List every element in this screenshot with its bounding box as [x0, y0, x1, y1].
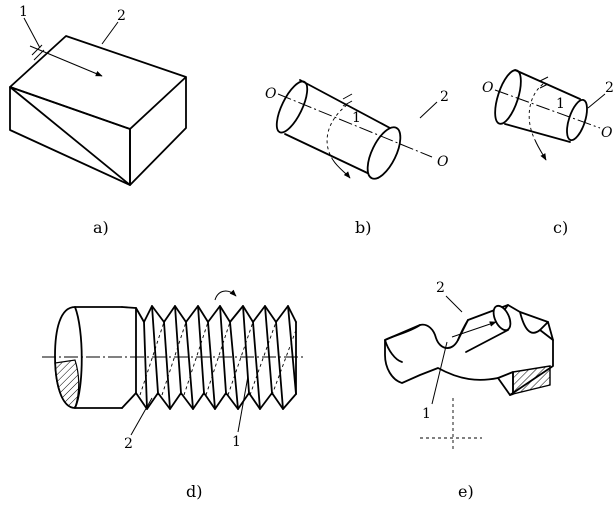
gear-tooth-1	[384, 324, 421, 363]
axis-label-o-bottom: O	[437, 154, 449, 170]
caption-a: a)	[93, 218, 109, 237]
panel-e: 2 1 e)	[384, 280, 554, 501]
cone-large-end	[494, 69, 522, 125]
cylinder-right-end	[366, 126, 402, 180]
leader-line-2	[587, 93, 606, 109]
cone-small-end	[566, 98, 588, 142]
thread-helix-hidden	[139, 321, 297, 396]
panel-c: O O 1 2 c)	[482, 69, 614, 237]
generatrix-mark	[539, 83, 549, 89]
label-2: 2	[436, 280, 445, 296]
cone-axis	[494, 89, 601, 129]
rotation-arrow	[534, 139, 547, 161]
thread-flanks	[143, 305, 297, 410]
gear-side-face	[497, 371, 514, 396]
axis-label-o-top: O	[482, 80, 494, 96]
leader-line-1	[23, 17, 41, 49]
label-2: 2	[124, 436, 133, 452]
panel-d: 2 1 d)	[42, 289, 304, 501]
leader-line-2	[445, 295, 463, 313]
leader-line-1	[237, 375, 249, 433]
leader-line-2	[130, 397, 153, 436]
caption-e: e)	[458, 482, 474, 501]
label-1: 1	[556, 96, 565, 112]
leader-line-2	[419, 101, 438, 119]
block-outline	[9, 35, 187, 186]
rotation-circle-hidden	[326, 104, 348, 161]
label-1: 1	[422, 406, 431, 422]
thread-crest-bottom	[135, 392, 297, 410]
panel-b: O O 1 2 b)	[265, 79, 449, 237]
tooth-generatrix	[451, 321, 497, 338]
generatrix-mark	[342, 93, 353, 100]
panel-a: 1 2 a)	[9, 4, 187, 237]
rotation-circle-hidden	[528, 83, 544, 141]
caption-b: b)	[355, 218, 371, 237]
cylinder-left-end	[275, 80, 309, 134]
shank-section-hatch	[54, 359, 80, 409]
cylinder-axis	[277, 93, 433, 158]
label-1: 1	[352, 110, 361, 126]
rotation-arrow	[332, 159, 351, 179]
leader-line-2	[101, 21, 119, 45]
shank-break-curve	[74, 306, 83, 409]
generatrix-mark	[342, 100, 353, 107]
caption-c: c)	[553, 218, 568, 237]
label-2: 2	[440, 89, 449, 105]
generatrix-dash	[31, 44, 43, 56]
label-2: 2	[117, 8, 126, 24]
label-1: 1	[232, 434, 241, 450]
generatrix-dash	[33, 49, 45, 61]
generatrix-mark	[539, 76, 549, 82]
gear-tooth-end	[492, 304, 512, 332]
gear-tooth-3	[519, 311, 554, 341]
leader-line-1	[431, 341, 448, 405]
label-1: 1	[19, 4, 28, 20]
rotation-arrow	[214, 289, 237, 301]
screw-chamfer	[121, 306, 137, 409]
thread-crest-top	[135, 305, 297, 323]
label-2: 2	[605, 80, 614, 96]
cylinder-outline	[284, 79, 391, 179]
block-front-face	[9, 86, 131, 186]
flat-surface-generatrix	[29, 45, 103, 77]
caption-d: d)	[186, 482, 202, 501]
axis-label-o-bottom: O	[601, 125, 613, 141]
axis-label-o-top: O	[265, 86, 277, 102]
